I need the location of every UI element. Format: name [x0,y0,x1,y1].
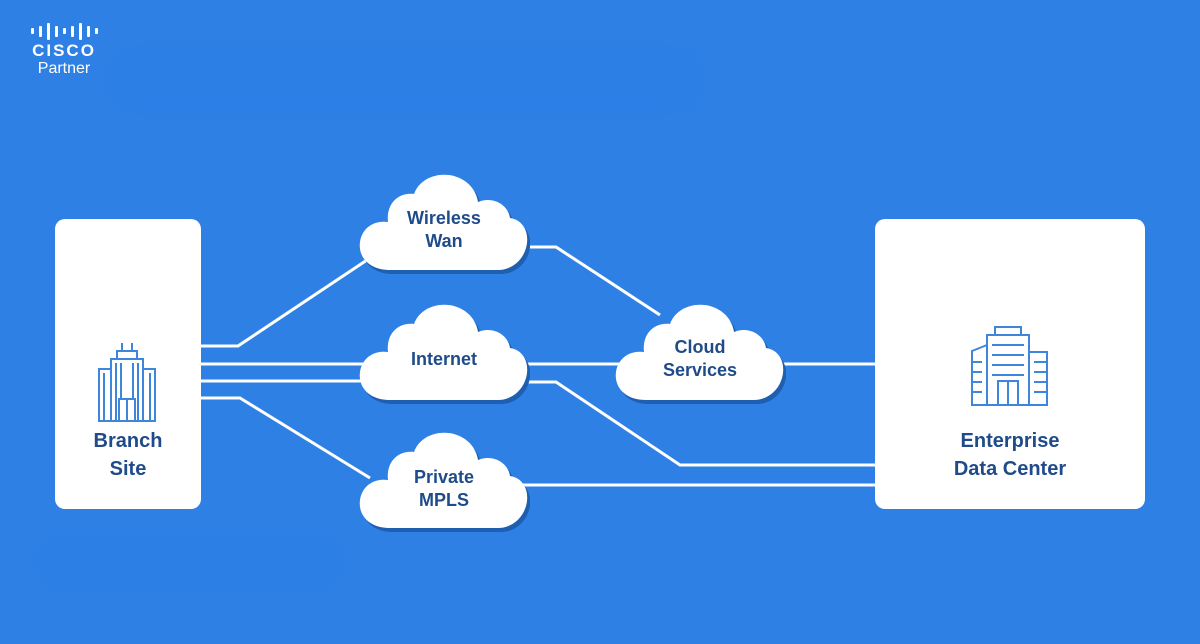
logo-subtitle: Partner [37,60,91,77]
cisco-partner-logo: CISCO Partner [24,22,104,78]
cloud-private-mpls[interactable]: Private MPLS [358,428,530,532]
branch-site-node[interactable]: Branch Site [55,219,201,509]
cloud-internet[interactable]: Internet [358,300,530,404]
cloud-shape-icon [359,432,530,532]
mpls-label-line1: Private [413,467,475,487]
cloud-services[interactable]: Cloud Services [614,300,786,404]
internet-label-line1: Internet [410,349,477,369]
branch-building-icon [98,343,156,422]
background-blob [105,45,705,115]
datacenter-label-line1: Enterprise [960,430,1060,452]
branch-label-line2: Site [109,458,147,480]
cloud-shape-icon [615,304,786,404]
cloud-services-line1: Cloud [674,337,726,357]
cisco-bars-icon [24,22,104,40]
logo-wordmark: CISCO [32,41,96,60]
background-blob [35,535,345,590]
branch-label-line1: Branch [93,430,163,452]
cloud-services-line2: Services [662,360,738,380]
link-internet-datacenter [520,380,876,467]
wireless-wan-label: Wireless Wan [358,207,530,253]
internet-label: Internet [358,348,530,371]
link-branch-wireless [200,256,371,348]
wireless-label-line2: Wan [425,231,463,251]
cloud-wireless-wan[interactable]: Wireless Wan [358,170,530,274]
mpls-label-line2: MPLS [418,490,469,510]
datacenter-building-icon [971,326,1048,406]
mpls-label: Private MPLS [358,466,530,512]
cloud-shape-icon [359,174,530,274]
wireless-label-line1: Wireless [407,208,481,228]
datacenter-label: Enterprise Data Center [875,427,1145,483]
link-wireless-cloud [520,245,661,317]
link-branch-mpls [200,396,371,480]
branch-site-label: Branch Site [55,427,201,483]
cloud-services-label: Cloud Services [614,336,786,382]
datacenter-label-line2: Data Center [953,458,1067,480]
cloud-shape-icon [359,304,530,404]
datacenter-node[interactable]: Enterprise Data Center [875,219,1145,509]
